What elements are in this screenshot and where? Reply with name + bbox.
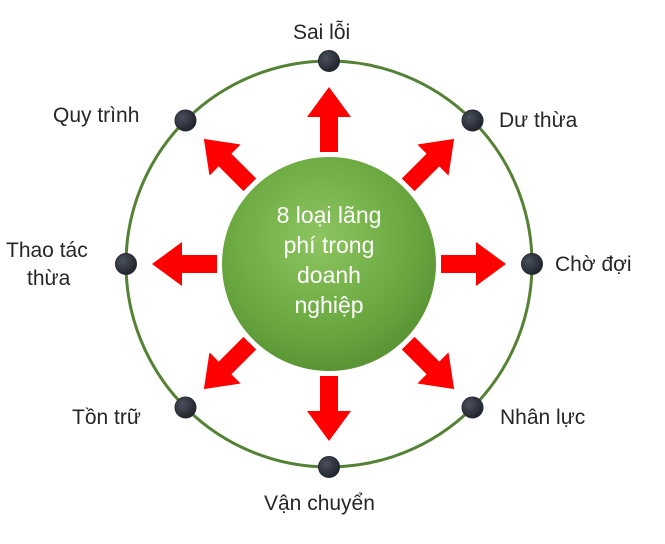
center-title-line-4: nghiệp <box>294 292 364 318</box>
arrow-to-cho-doi <box>441 242 506 286</box>
center-title-line-1: 8 loại lãng <box>276 202 382 228</box>
node-dot-cho-doi <box>521 253 543 275</box>
arrow-to-van-chuyen <box>307 376 351 441</box>
arrow-to-quy-trinh <box>203 138 257 192</box>
node-dot-nhan-luc <box>461 396 484 419</box>
label-ton-tru: Tồn trữ <box>72 406 141 429</box>
center-circle <box>222 157 436 371</box>
arrow-to-thao-tac-thua <box>152 242 217 286</box>
arrow-to-sai-loi <box>307 87 351 152</box>
arrow-to-nhan-luc <box>401 336 455 390</box>
node-dot-van-chuyen <box>318 456 340 478</box>
label-cho-doi: Chờ đợi <box>555 253 632 276</box>
label-thao-tac-thua-line-1: Thao tác <box>6 239 88 262</box>
node-dot-thao-tac-thua <box>115 253 137 275</box>
label-quy-trinh: Quy trình <box>53 104 140 127</box>
node-dot-sai-loi <box>318 50 340 72</box>
center-title: 8 loại lãng phí trong doanh nghiệp <box>222 200 436 320</box>
node-dot-du-thua <box>461 109 484 132</box>
label-van-chuyen: Vận chuyển <box>264 492 375 515</box>
node-dot-quy-trinh <box>174 109 197 132</box>
arrow-to-ton-tru <box>203 336 257 390</box>
arrow-to-du-thua <box>401 138 455 192</box>
label-thao-tac-thua-line-2: thừa <box>27 267 71 290</box>
label-sai-loi: Sai lỗi <box>293 21 351 44</box>
center-title-line-2: phí trong <box>283 232 375 258</box>
label-du-thua: Dư thừa <box>499 109 578 132</box>
center-title-line-3: doanh <box>297 262 361 288</box>
label-nhan-luc: Nhân lực <box>500 406 586 429</box>
node-dot-ton-tru <box>174 396 197 419</box>
